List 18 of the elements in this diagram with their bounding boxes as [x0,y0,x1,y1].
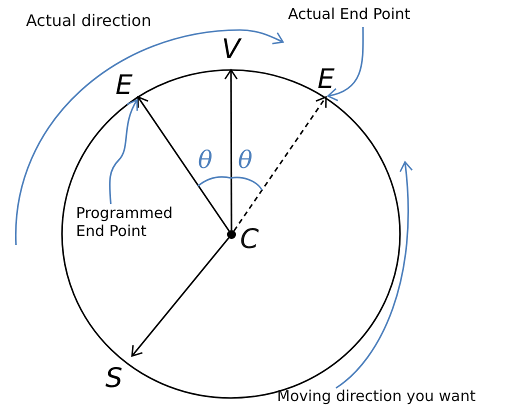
direction-label: Actual direction [26,12,152,30]
center-point [227,230,236,239]
arrow [233,96,327,232]
angle-label: θ [238,148,252,172]
point-label: S [96,356,132,392]
point-label: C [240,226,259,253]
point-label: V [219,36,243,70]
arrow [224,69,238,230]
direction-label: Moving direction you want [277,387,476,405]
leader-line [108,99,139,204]
callout-text: Programmed End Point [76,204,192,244]
angle-label: θ [198,148,212,172]
point-label: E [110,72,138,97]
callout-text: Actual End Point [288,5,438,27]
arrow [131,237,230,357]
leader-line [327,27,364,101]
point-label: E [312,66,340,97]
arrow [137,96,230,232]
